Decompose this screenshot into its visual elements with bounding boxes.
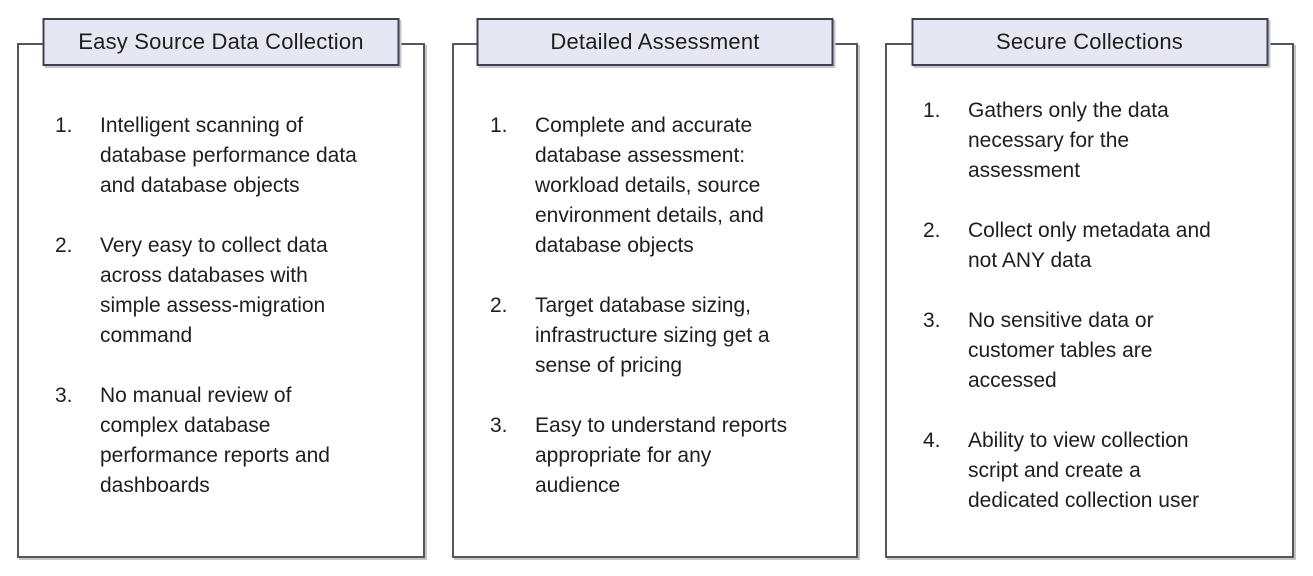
card-list: 1. Gathers only the data necessary for th…: [887, 96, 1292, 516]
list-item: 2. Collect only metadata and not ANY data: [923, 216, 1282, 276]
list-item-text: No manual review of complex database per…: [100, 384, 330, 497]
card-title-box: Secure Collections: [911, 18, 1268, 66]
list-item-text: Target database sizing, infrastructure s…: [535, 294, 770, 377]
list-item: 3. Easy to understand reports appropriate…: [490, 411, 846, 501]
list-item: 1. Gathers only the data necessary for th…: [923, 96, 1282, 186]
card-list: 1. Intelligent scanning of database perfo…: [19, 111, 423, 501]
card-detailed-assessment: Detailed Assessment 1. Complete and accur…: [452, 18, 858, 558]
list-item-number: 2.: [55, 234, 73, 257]
card-title-box: Easy Source Data Collection: [42, 18, 400, 66]
list-item-number: 1.: [55, 114, 73, 137]
list-item-text: Gathers only the data necessary for the …: [968, 99, 1169, 182]
list-item: 4. Ability to view collection script and …: [923, 426, 1282, 516]
list-item-number: 3.: [923, 309, 941, 332]
list-item: 2. Target database sizing, infrastructure…: [490, 291, 846, 381]
card-secure-collections: Secure Collections 1. Gathers only the da…: [885, 18, 1294, 558]
list-item-text: Collect only metadata and not ANY data: [968, 219, 1211, 272]
card-title-text: Secure Collections: [995, 29, 1184, 54]
card-easy-source-data-collection: Easy Source Data Collection 1. Intelligen…: [17, 18, 425, 558]
card-list: 1. Complete and accurate database assessm…: [454, 111, 856, 501]
list-item-number: 2.: [923, 219, 941, 242]
list-item: 2. Very easy to collect data across datab…: [55, 231, 413, 351]
card-title-text: Detailed Assessment: [550, 29, 760, 54]
list-item: 1. Complete and accurate database assessm…: [490, 111, 846, 261]
list-item-number: 3.: [490, 414, 508, 437]
list-item-text: Very easy to collect data across databas…: [100, 234, 328, 347]
list-item-text: Ability to view collection script and cr…: [968, 429, 1200, 512]
list-item-number: 2.: [490, 294, 508, 317]
list-item-text: Easy to understand reports appropriate f…: [535, 414, 788, 497]
list-item-text: Intelligent scanning of database perform…: [100, 114, 357, 197]
list-item-number: 4.: [923, 429, 941, 452]
list-item-number: 1.: [490, 114, 508, 137]
list-item-text: No sensitive data or customer tables are…: [968, 309, 1154, 392]
card-title-box: Detailed Assessment: [476, 18, 834, 66]
list-item: 3. No sensitive data or customer tables a…: [923, 306, 1282, 396]
card-title-text: Easy Source Data Collection: [78, 29, 364, 54]
list-item-text: Complete and accurate database assessmen…: [535, 114, 764, 257]
list-item: 3. No manual review of complex database p…: [55, 381, 413, 501]
list-item-number: 1.: [923, 99, 941, 122]
list-item-number: 3.: [55, 384, 73, 407]
list-item: 1. Intelligent scanning of database perfo…: [55, 111, 413, 201]
